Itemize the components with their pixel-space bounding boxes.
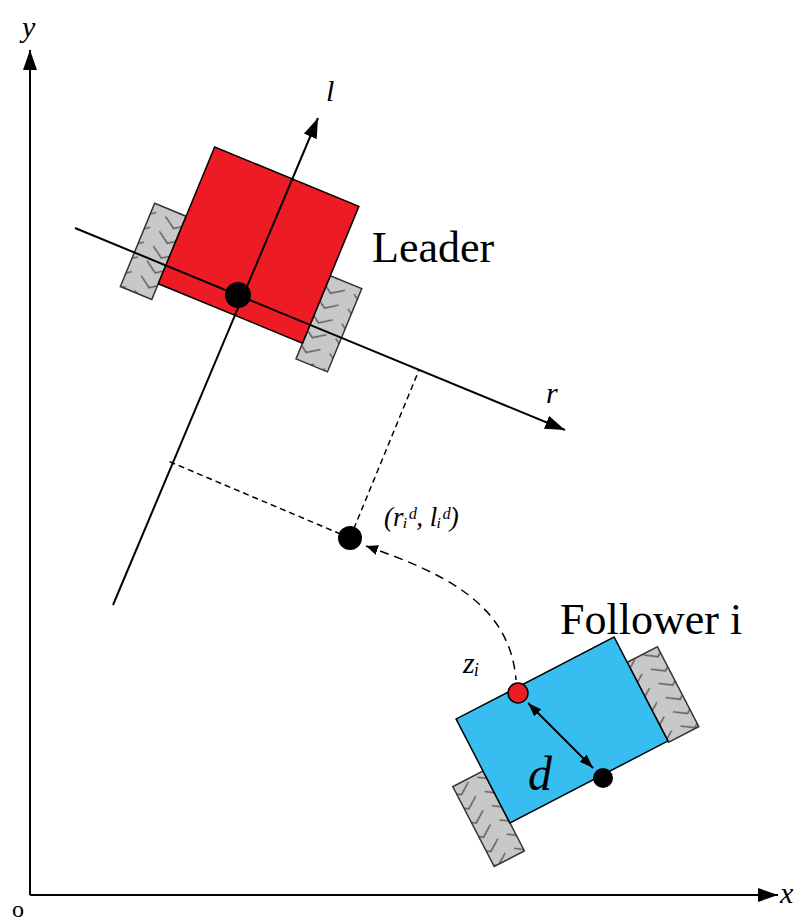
follower-center <box>593 768 613 788</box>
follower-robot: Follower i zᵢ d <box>440 585 785 880</box>
axis-label: o <box>12 896 24 922</box>
robot-name: Leader <box>372 224 494 272</box>
x-axis <box>30 894 778 896</box>
control-point <box>508 683 528 703</box>
robot-name: Follower i <box>560 596 742 644</box>
robot-body <box>456 637 668 823</box>
symbol-label: d <box>528 748 552 801</box>
axis-label: y <box>22 10 35 43</box>
axis-label: x <box>780 876 793 909</box>
axis-label: l <box>326 74 334 107</box>
axis-label: (rᵢᵈ, lᵢᵈ) <box>384 503 459 533</box>
leader-center <box>225 282 251 308</box>
desired-point <box>338 526 362 550</box>
projection-line <box>168 461 350 538</box>
axis-label: r <box>546 376 558 409</box>
y-axis <box>29 50 31 895</box>
leader-robot: Leader <box>100 130 510 390</box>
symbol-label: zᵢ <box>463 646 479 679</box>
trajectory-curve <box>366 546 516 680</box>
robot-body <box>158 147 359 343</box>
